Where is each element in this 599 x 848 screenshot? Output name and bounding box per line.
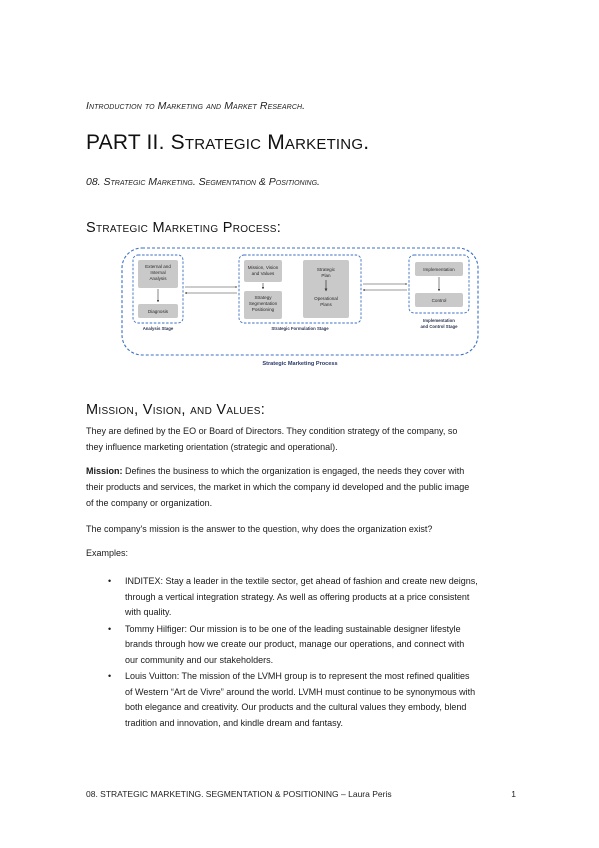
intro-line-1: They are defined by the EO or Board of D… [86, 426, 458, 436]
bullet: • [108, 671, 112, 681]
list-item: • Tommy Hilfiger: Our mission is to be o… [108, 623, 465, 665]
implementation-label: Implementation [423, 267, 455, 272]
part-title: PART II. Strategic Marketing. [86, 131, 370, 154]
page-number: 1 [511, 789, 516, 799]
diagnosis-box [138, 304, 178, 318]
outer-frame [121, 247, 479, 356]
examples-list: • INDITEX: Stay a leader in the textile … [108, 574, 518, 732]
bullet: • [108, 576, 112, 586]
control-label: Control [432, 298, 447, 303]
diagram-title: Strategic Marketing Process [262, 361, 337, 367]
mission-line-1: Defines the business to which the organi… [122, 466, 465, 476]
intro-paragraph: They are defined by the EO or Board of D… [86, 423, 516, 455]
implementation-stage-frame [408, 254, 470, 314]
formulation-stage-frame [238, 254, 362, 324]
course-title: Introduction to Marketing and Market Res… [86, 100, 306, 112]
unit-title: 08. Strategic Marketing. Segmentation & … [86, 176, 320, 188]
mission-line-2: their products and services, the market … [86, 482, 470, 492]
page-footer: 08. STRATEGIC MARKETING. SEGMENTATION & … [86, 789, 516, 799]
list-item: • Louis Vuitton: The mission of the LVMH… [108, 671, 476, 728]
analysis-stage-frame [132, 254, 184, 324]
mission-box [244, 260, 282, 282]
examples-label: Examples: [86, 548, 129, 558]
mission-paragraph: Mission: Defines the business to which t… [86, 463, 516, 511]
bullet: • [108, 623, 112, 634]
mission-line-3: of the company or organization. [86, 498, 213, 508]
intro-line-2: they influence marketing orientation (st… [86, 442, 338, 452]
external-analysis-box [138, 260, 178, 288]
footer-text: 08. STRATEGIC MARKETING. SEGMENTATION & … [86, 789, 392, 799]
control-box [415, 293, 463, 307]
question-paragraph: The company's mission is the answer to t… [86, 524, 433, 534]
mission-label: Mission: [86, 466, 123, 476]
list-item: • INDITEX: Stay a leader in the textile … [108, 576, 478, 617]
process-heading: Strategic Marketing Process: [86, 220, 282, 236]
mission-heading: Mission, Vision, and Values: [86, 402, 266, 418]
strategy-box [244, 291, 282, 319]
diagnosis-label: Diagnosis [148, 309, 169, 314]
formulation-stage-label: Strategic Formulation Stage [271, 326, 329, 331]
analysis-stage-label: Analysis Stage [143, 326, 174, 331]
implementation-box [415, 262, 463, 276]
